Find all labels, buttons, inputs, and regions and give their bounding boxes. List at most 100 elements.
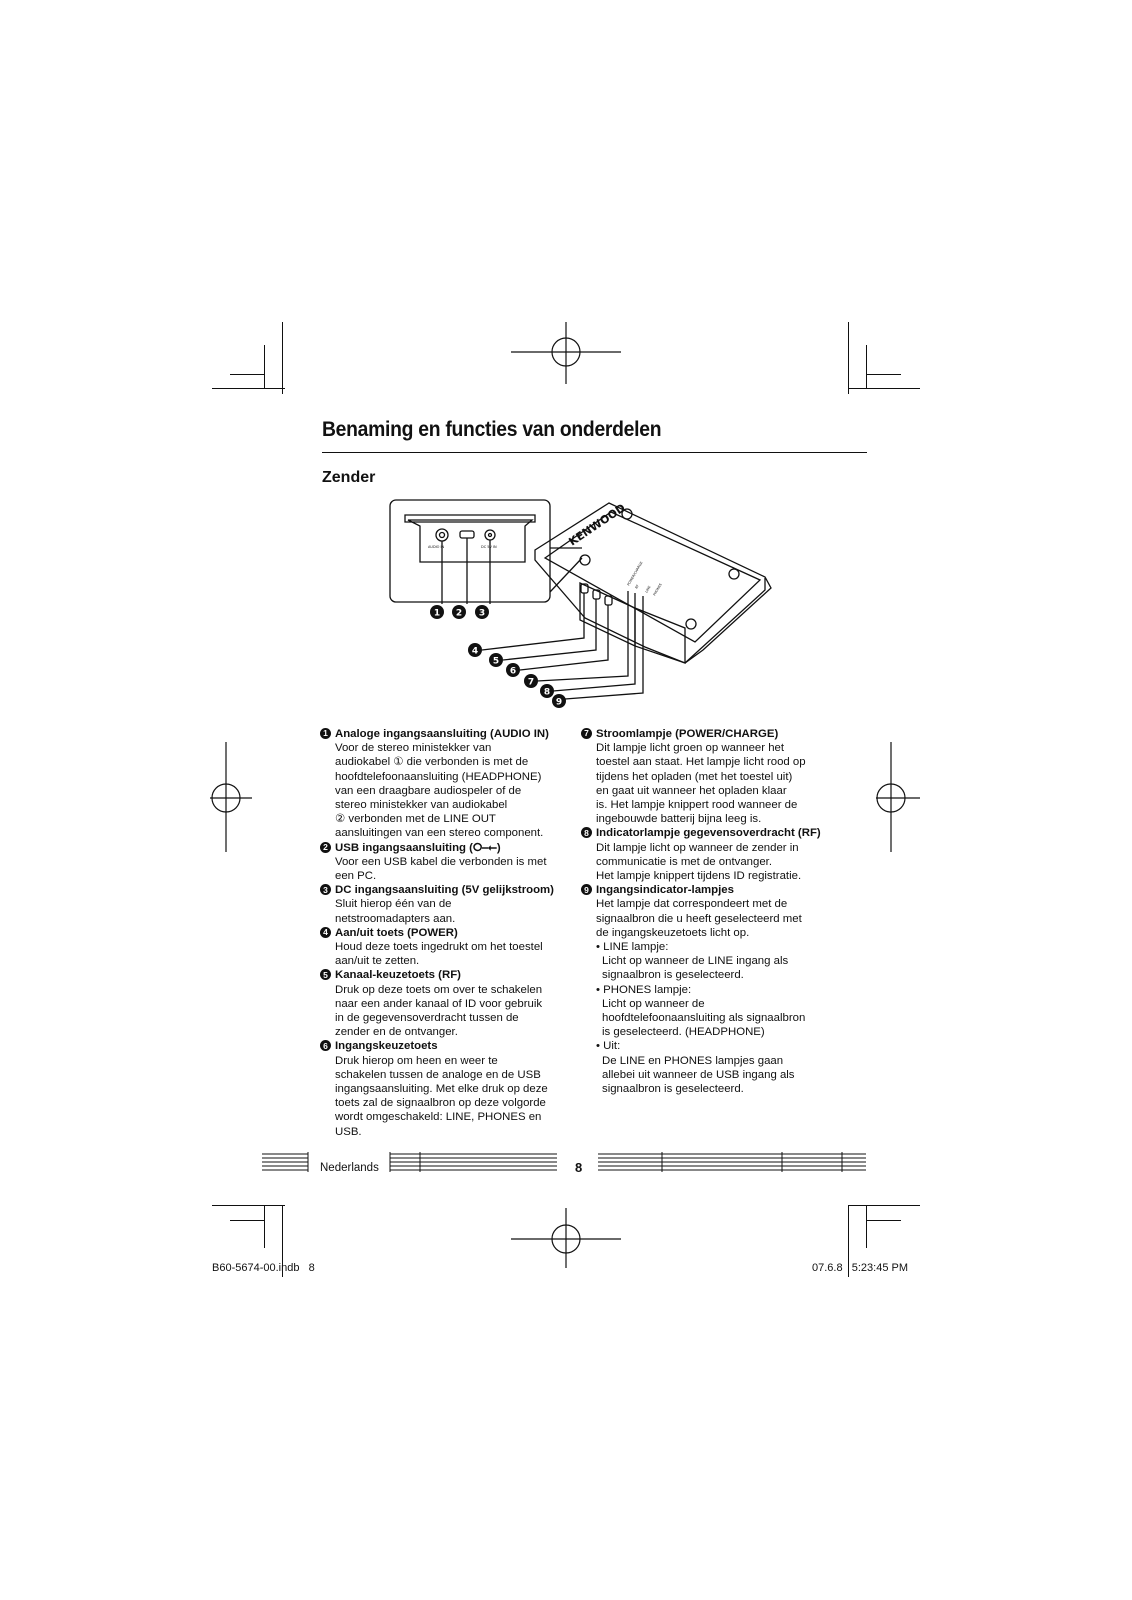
callout-6: 6 [510, 667, 516, 677]
description-item: 8 Indicatorlampje gegevensoverdracht (RF)… [581, 826, 831, 883]
item-text-line: Druk hierop om heen en weer te [335, 1054, 498, 1067]
page-title: Benaming en functies van onderdelen [322, 418, 662, 441]
item-text-line: USB. [335, 1125, 362, 1138]
item-number-badge: 5 [320, 969, 331, 981]
page-number: 8 [575, 1160, 583, 1175]
print-slug-date: 07.6.8 5:23:45 PM [812, 1262, 909, 1274]
item-text-line: wordt omgeschakeld: LINE, PHONES en [335, 1111, 542, 1124]
item-heading: 2 USB ingangsaansluiting (⭘⎯⭠) [320, 841, 566, 855]
footer-language: Nederlands [320, 1162, 379, 1174]
item-title: Indicatorlampje gegevensoverdracht (RF) [596, 827, 821, 840]
item-text-line: tijdens het opladen (met het toestel uit… [596, 770, 793, 783]
led-label-rf: RF [634, 584, 640, 590]
led-label-phones: PHONES [652, 583, 662, 597]
item-number-badge: 3 [320, 884, 331, 896]
item-text-line: Dit lampje licht groen op wanneer het [596, 742, 785, 755]
sub-item-text-line: signaalbron is geselecteerd. [602, 1083, 744, 1096]
item-heading: 4 Aan/uit toets (POWER) [320, 926, 566, 940]
item-text-line: hoofdtelefoonaansluiting (HEADPHONE) [335, 770, 542, 783]
jack-label-dc-in: DC 5V IN [481, 545, 497, 549]
item-text-line: Dit lampje licht op wanneer de zender in [596, 841, 799, 854]
item-title: USB ingangsaansluiting (⭘⎯⭠) [335, 841, 501, 854]
callout-3: 3 [479, 609, 485, 619]
item-text-line: communicatie is met de ontvanger. [596, 855, 773, 868]
item-text-line: zender en de ontvanger. [335, 1026, 458, 1039]
callout-2: 2 [456, 609, 462, 619]
description-item: 1 Analoge ingangsaansluiting (AUDIO IN) Vo… [320, 727, 566, 841]
footer-rules [262, 1152, 866, 1172]
item-text-line: ② verbonden met de LINE OUT [335, 813, 496, 826]
item-text-line: aan/uit te zetten. [335, 955, 420, 968]
item-text-line: Voor een USB kabel die verbonden is met [335, 855, 547, 868]
item-text-line: in de gegevensoverdracht tussen de [335, 1012, 519, 1025]
item-heading: 3 DC ingangsaansluiting (5V gelijkstroom) [320, 883, 566, 897]
item-number-badge: 6 [320, 1040, 331, 1052]
sub-item-text-line: allebei uit wanneer de USB ingang als [602, 1068, 795, 1081]
item-title: Aan/uit toets (POWER) [335, 926, 458, 939]
title-rule [322, 452, 867, 453]
item-text-line: schakelen tussen de analoge en de USB [335, 1068, 541, 1081]
item-text-line: is. Het lampje knippert rood wanneer de [596, 799, 798, 812]
transmitter-illustration: KENWOOD AUDIO IN DC 5V IN POWER/CHARGE R… [389, 499, 772, 708]
sub-item-text-line: De LINE en PHONES lampjes gaan [602, 1054, 784, 1067]
item-text-line: ingebouwde batterij bijna leeg is. [596, 813, 762, 826]
led-label-power: POWER/CHARGE [626, 561, 643, 587]
description-column-right: 7 Stroomlampje (POWER/CHARGE) Dit lampje l… [581, 727, 831, 1096]
callout-9: 9 [556, 698, 562, 708]
item-text-line: stereo ministekker van audiokabel [335, 799, 508, 812]
description-item: 7 Stroomlampje (POWER/CHARGE) Dit lampje l… [581, 727, 831, 826]
item-text-line: netstroomadapters aan. [335, 912, 456, 925]
jack-label-audio-in: AUDIO IN [428, 545, 445, 549]
item-number-badge: 8 [581, 827, 592, 839]
callout-1: 1 [434, 609, 440, 619]
item-text-line: ingangsaansluiting. Met elke druk op dez… [335, 1083, 548, 1096]
item-number-badge: 9 [581, 884, 592, 896]
callout-4: 4 [472, 647, 478, 657]
callout-5: 5 [493, 657, 499, 667]
sub-item-heading: • Uit: [596, 1040, 621, 1053]
item-text-line: audiokabel ① die verbonden is met de [335, 756, 529, 769]
callout-8: 8 [544, 688, 550, 698]
item-text-line: de ingangskeuzetoets licht op. [596, 926, 750, 939]
item-text-line: Het lampje dat correspondeert met de [596, 898, 788, 911]
item-text-line: Voor de stereo ministekker van [335, 742, 492, 755]
item-text-line: Houd deze toets ingedrukt om het toestel [335, 941, 543, 954]
item-text-line: Sluit hierop één van de [335, 898, 452, 911]
item-text-line: toestel aan staat. Het lampje licht rood… [596, 756, 806, 769]
item-heading: 8 Indicatorlampje gegevensoverdracht (RF) [581, 826, 831, 840]
description-item: 3 DC ingangsaansluiting (5V gelijkstroom)… [320, 883, 566, 926]
sub-item-heading: • PHONES lampje: [596, 983, 692, 996]
item-number-badge: 7 [581, 728, 592, 739]
sub-item-text-line: is geselecteerd. (HEADPHONE) [602, 1026, 765, 1039]
item-number-badge: 2 [320, 841, 331, 853]
sub-item-text-line: Licht op wanneer de LINE ingang als [602, 955, 789, 968]
item-heading: 1 Analoge ingangsaansluiting (AUDIO IN) [320, 727, 566, 741]
print-slug-file: B60-5674-00.indb 8 [212, 1262, 315, 1274]
item-title: Stroomlampje (POWER/CHARGE) [596, 728, 779, 740]
item-text-line: een PC. [335, 870, 377, 883]
item-text-line: Druk op deze toets om over te schakelen [335, 983, 543, 996]
sub-item-text-line: hoofdtelefoonaansluiting als signaalbron [602, 1012, 806, 1025]
item-number-badge: 1 [320, 728, 331, 739]
item-number-badge: 4 [320, 926, 331, 938]
section-subtitle: Zender [322, 469, 376, 486]
description-column-left: 1 Analoge ingangsaansluiting (AUDIO IN) Vo… [320, 727, 566, 1139]
item-text-line: Het lampje knippert tijdens ID registrat… [596, 870, 802, 883]
item-title: Analoge ingangsaansluiting (AUDIO IN) [335, 728, 549, 740]
item-text-line: signaalbron die u heeft geselecteerd met [596, 912, 802, 925]
item-text-line: van een draagbare audiospeler of de [335, 784, 522, 797]
item-text-line: aansluitingen van een stereo component. [335, 827, 544, 840]
item-heading: 7 Stroomlampje (POWER/CHARGE) [581, 727, 831, 741]
description-item: 2 USB ingangsaansluiting (⭘⎯⭠)Voor een US… [320, 841, 566, 884]
item-text-line: toets zal de signaalbron op deze volgord… [335, 1097, 546, 1110]
callout-7: 7 [528, 678, 534, 688]
item-title: DC ingangsaansluiting (5V gelijkstroom) [335, 884, 554, 897]
description-item: 4 Aan/uit toets (POWER) Houd deze toets in… [320, 926, 566, 969]
item-text-line: en gaat uit wanneer het opladen klaar [596, 784, 787, 797]
